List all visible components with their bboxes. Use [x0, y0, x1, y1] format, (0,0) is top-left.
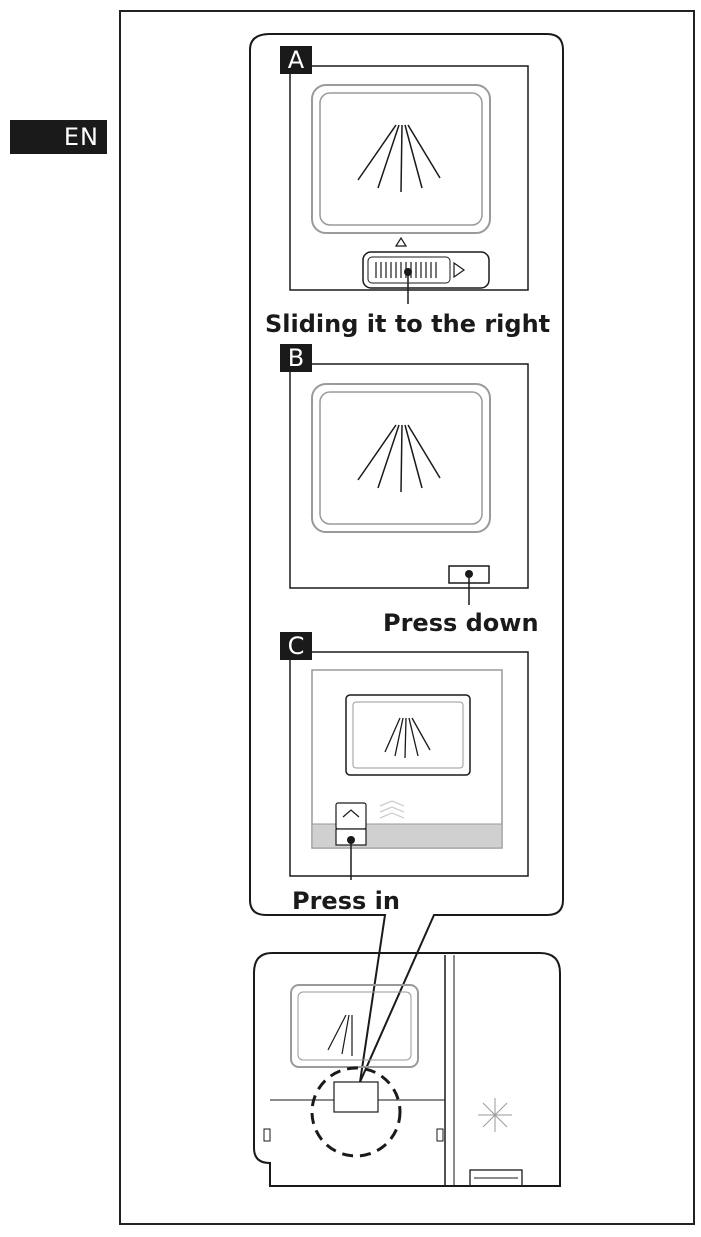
- panel-label-a: A: [280, 46, 312, 74]
- dispenser-body: [253, 952, 561, 1187]
- caption-slide-right: Sliding it to the right: [265, 310, 551, 338]
- page-frame: [119, 10, 695, 1225]
- callout-bubble: [249, 33, 564, 1083]
- panel-c-drawing: [289, 651, 529, 880]
- panel-label-b: B: [280, 344, 312, 372]
- sparkle-icon: [478, 1098, 512, 1132]
- caption-press-down: Press down: [383, 609, 539, 637]
- panel-b-drawing: [289, 363, 529, 605]
- panel-label-c: C: [280, 632, 312, 660]
- panel-a-drawing: [289, 65, 529, 304]
- language-tab: EN: [10, 120, 107, 154]
- caption-press-in: Press in: [292, 887, 400, 915]
